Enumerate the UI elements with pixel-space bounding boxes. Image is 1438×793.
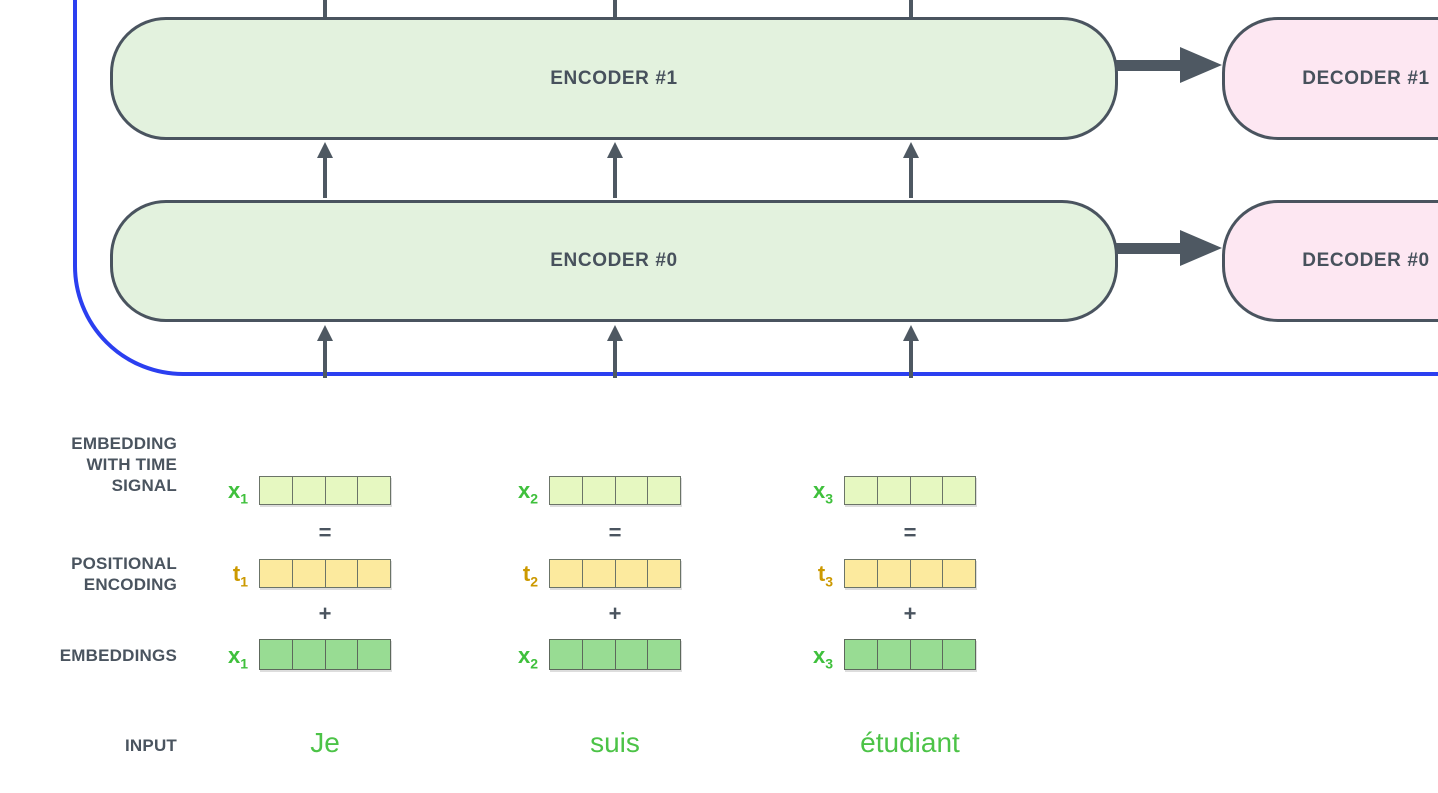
- vector-cell: [910, 559, 944, 588]
- vector-embedding-1: [259, 639, 391, 670]
- vector-embedding-2: [549, 639, 681, 670]
- vector-embedding-3: [844, 639, 976, 670]
- vector-cell: [325, 559, 359, 588]
- vector-cell: [943, 639, 976, 670]
- input-word-je: Je: [310, 727, 340, 758]
- vector-label-t3: t3: [817, 561, 833, 590]
- vector-cell: [549, 476, 583, 505]
- encoder-1-label: ENCODER #1: [550, 67, 678, 89]
- vector-cell: [582, 639, 616, 670]
- vector-cell: [549, 639, 583, 670]
- input-word-suis: suis: [590, 727, 640, 758]
- vector-cell: [943, 559, 976, 588]
- plus-sign-2: +: [608, 601, 622, 626]
- vector-positional-3: [844, 559, 976, 588]
- vector-cell: [615, 559, 649, 588]
- vector-label-t1: t1: [232, 561, 248, 590]
- input-word-etudiant: étudiant: [860, 727, 960, 758]
- plus-sign-1: +: [318, 601, 332, 626]
- label-positional-encoding: POSITIONAL ENCODING: [30, 553, 177, 595]
- vector-cell: [358, 559, 391, 588]
- vector-cell: [292, 559, 326, 588]
- vector-cell: [877, 476, 911, 505]
- vector-label-x3-embedding: x3: [812, 643, 833, 672]
- vector-time-signal-3: [844, 476, 976, 505]
- up-arrow-enc0-to-enc1-3: [903, 142, 919, 198]
- vector-cell: [877, 559, 911, 588]
- label-line: POSITIONAL: [71, 554, 177, 573]
- encoder-1-block: ENCODER #1: [110, 17, 1118, 140]
- up-arrow-input-to-enc0-2: [607, 325, 623, 378]
- encoder-stack-frame: [73, 0, 1438, 376]
- vector-label-x1-time: x1: [227, 478, 248, 507]
- vector-cell: [259, 559, 293, 588]
- output-line-3: [909, 0, 913, 17]
- vector-label-x2-embedding: x2: [517, 643, 538, 672]
- equals-sign-3: =: [903, 520, 917, 545]
- flow-arrow-enc1-to-dec1: [1116, 47, 1222, 83]
- up-arrow-enc0-to-enc1-2: [607, 142, 623, 198]
- label-line: SIGNAL: [111, 476, 177, 495]
- vector-cell: [648, 476, 681, 505]
- vector-cell: [292, 639, 326, 670]
- up-arrow-enc0-to-enc1-1: [317, 142, 333, 198]
- label-input: INPUT: [30, 735, 177, 756]
- label-line: EMBEDDING: [71, 434, 177, 453]
- decoder-0-label: DECODER #0: [1302, 250, 1430, 271]
- label-line: ENCODING: [83, 575, 177, 594]
- vector-cell: [292, 476, 326, 505]
- vector-cell: [844, 559, 878, 588]
- vector-cell: [615, 639, 649, 670]
- flow-arrow-enc0-to-dec0: [1116, 230, 1222, 266]
- vector-cell: [648, 639, 681, 670]
- vector-time-signal-2: [549, 476, 681, 505]
- vector-cell: [910, 476, 944, 505]
- vector-label-x1-embedding: x1: [227, 643, 248, 672]
- decoder-1-label: DECODER #1: [1302, 67, 1430, 89]
- label-line: WITH TIME: [86, 455, 177, 474]
- encoder-0-block: ENCODER #0: [110, 200, 1118, 322]
- vector-label-x3-time: x3: [812, 478, 833, 507]
- equals-sign-1: =: [318, 520, 332, 545]
- vector-cell: [582, 476, 616, 505]
- plus-sign-3: +: [903, 601, 917, 626]
- vector-cell: [910, 639, 944, 670]
- vector-cell: [358, 639, 391, 670]
- vector-cell: [358, 476, 391, 505]
- vector-positional-1: [259, 559, 391, 588]
- vector-cell: [844, 639, 878, 670]
- vector-label-t2: t2: [522, 561, 538, 590]
- up-arrow-input-to-enc0-3: [903, 325, 919, 378]
- label-embedding-with-time-signal: EMBEDDING WITH TIME SIGNAL: [30, 433, 177, 496]
- vector-cell: [877, 639, 911, 670]
- vector-cell: [844, 476, 878, 505]
- vector-cell: [259, 476, 293, 505]
- label-line: INPUT: [125, 736, 177, 755]
- vector-cell: [325, 476, 359, 505]
- vector-cell: [259, 639, 293, 670]
- label-line: EMBEDDINGS: [59, 646, 177, 665]
- vector-cell: [549, 559, 583, 588]
- decoder-0-block: DECODER #0: [1222, 200, 1438, 322]
- vector-positional-2: [549, 559, 681, 588]
- vector-label-x2-time: x2: [517, 478, 538, 507]
- label-embeddings: EMBEDDINGS: [30, 645, 177, 666]
- output-line-2: [613, 0, 617, 17]
- vector-cell: [325, 639, 359, 670]
- vector-cell: [615, 476, 649, 505]
- encoder-0-label: ENCODER #0: [550, 250, 678, 271]
- vector-time-signal-1: [259, 476, 391, 505]
- output-line-1: [323, 0, 327, 17]
- up-arrow-input-to-enc0-1: [317, 325, 333, 378]
- vector-cell: [582, 559, 616, 588]
- vector-cell: [648, 559, 681, 588]
- vector-cell: [943, 476, 976, 505]
- decoder-1-block: DECODER #1: [1222, 17, 1438, 140]
- equals-sign-2: =: [608, 520, 622, 545]
